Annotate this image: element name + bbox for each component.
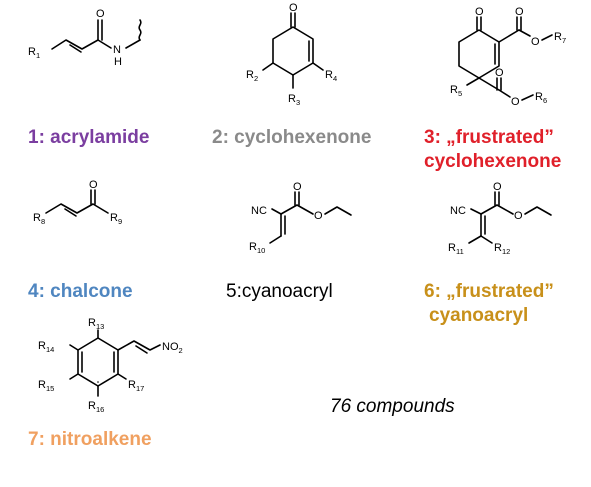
oxygen-label: O [89,179,98,191]
r17-label: R17 [128,379,144,393]
oxygen-label: O [515,6,524,18]
nitrile-label: NC [251,205,267,217]
caption-chalcone: 4: chalcone [28,281,133,302]
structure-frustrated-cyclohexenone: O O O O O R7 R5 R6 [450,6,566,108]
r9-label: R9 [110,212,122,226]
r14-label: R14 [38,340,54,354]
oxygen-label: O [289,2,298,14]
caption-frustrated-cyanoacryl-line2: cyanoacryl [429,305,528,326]
oxygen-label: O [96,8,105,20]
r13-label: R13 [88,317,104,331]
structure-cyclohexenone: O R2 R3 R4 [246,2,337,107]
r5-label: R5 [450,84,462,98]
hydrogen-label: H [114,56,122,68]
structure-chalcone: O R8 R9 [33,179,122,226]
r4-label: R4 [325,69,337,83]
r2-label: R2 [246,69,258,83]
nitro-label: NO2 [162,341,183,355]
r1-label: R1 [28,46,40,60]
oxygen-label: O [514,210,523,222]
caption-cyclohexenone: 2: cyclohexenone [212,127,371,148]
oxygen-label: O [314,210,323,222]
r11-label: R11 [448,242,464,256]
r10-label: R10 [249,241,265,255]
r3-label: R3 [288,93,300,107]
r12-label: R12 [494,242,510,256]
structure-nitroalkene: R13 R14 R15 R16 R17 NO2 [38,317,183,414]
nitrile-label: NC [450,205,466,217]
compound-count: 76 compounds [330,396,455,417]
oxygen-label: O [511,96,520,108]
nitrogen-label: N [113,44,121,56]
r16-label: R16 [88,400,104,414]
r7-label: R7 [554,31,566,45]
structure-frustrated-cyanoacryl: NC O O R11 R12 [448,181,552,256]
oxygen-label: O [475,6,484,18]
r15-label: R15 [38,379,54,393]
structure-cyanoacryl: NC O O R10 [249,181,352,255]
r6-label: R6 [535,91,547,105]
caption-frustrated-cyclohexenone: 3: „frustrated” [424,127,554,148]
caption-nitroalkene: 7: nitroalkene [28,429,152,450]
caption-frustrated-cyanoacryl: 6: „frustrated” [424,281,554,302]
structure-acrylamide: O N H R1 [28,8,142,68]
oxygen-label: O [493,181,502,193]
r8-label: R8 [33,212,45,226]
oxygen-label: O [293,181,302,193]
caption-acrylamide: 1: acrylamide [28,127,149,148]
oxygen-label: O [531,36,540,48]
caption-cyanoacryl: 5:cyanoacryl [226,281,333,302]
caption-frustrated-cyclohexenone-line2: cyclohexenone [424,151,561,172]
oxygen-label: O [495,67,504,79]
